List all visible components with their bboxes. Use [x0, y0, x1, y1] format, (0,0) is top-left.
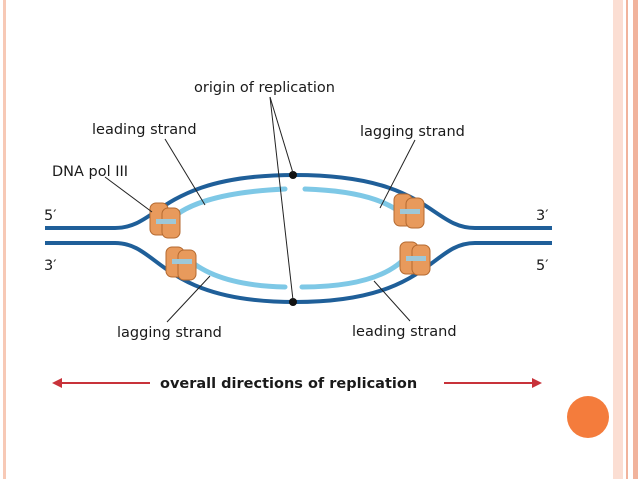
label-bottom-right-end: 5′ [536, 258, 549, 274]
label-dna-pol-iii: DNA pol III [52, 164, 128, 180]
leader-origin-top [269, 96, 294, 174]
label-leading-strand-top: leading strand [92, 122, 197, 138]
dna-pol-iii-top-left [149, 202, 181, 239]
leader-leading-top [164, 138, 206, 206]
leading-strand-bottom-new [299, 248, 414, 290]
dna-pol-iii-bottom-left [165, 246, 197, 281]
label-bottom-left-end: 3′ [44, 258, 57, 274]
leader-lagging-bottom [166, 275, 211, 323]
label-lagging-strand-bottom: lagging strand [117, 325, 222, 341]
slide-border-right-edge [633, 0, 638, 479]
parent-strand-bottom [45, 241, 552, 305]
label-origin: origin of replication [194, 80, 335, 96]
origin-dot-bottom [289, 298, 297, 306]
accent-dot [567, 396, 609, 438]
leader-dna-pol [104, 176, 153, 213]
slide-border-right-line [626, 0, 628, 479]
parent-strand-top [45, 172, 552, 230]
leader-leading-bottom [373, 280, 411, 322]
slide-border-left [3, 0, 6, 479]
leader-origin-bottom [269, 96, 294, 301]
origin-dot-top [289, 171, 297, 179]
dna-pol-iii-bottom-right [399, 241, 431, 276]
slide-border-right [613, 0, 623, 479]
dna-pol-iii-top-right [393, 193, 425, 229]
lagging-strand-bottom-new [182, 253, 288, 290]
label-top-right-end: 3′ [536, 208, 549, 224]
label-top-left-end: 5′ [44, 208, 57, 224]
label-directions: overall directions of replication [160, 376, 417, 392]
leader-lagging-top [379, 139, 416, 209]
label-leading-strand-bottom: leading strand [352, 324, 457, 340]
label-lagging-strand-top: lagging strand [360, 124, 465, 140]
